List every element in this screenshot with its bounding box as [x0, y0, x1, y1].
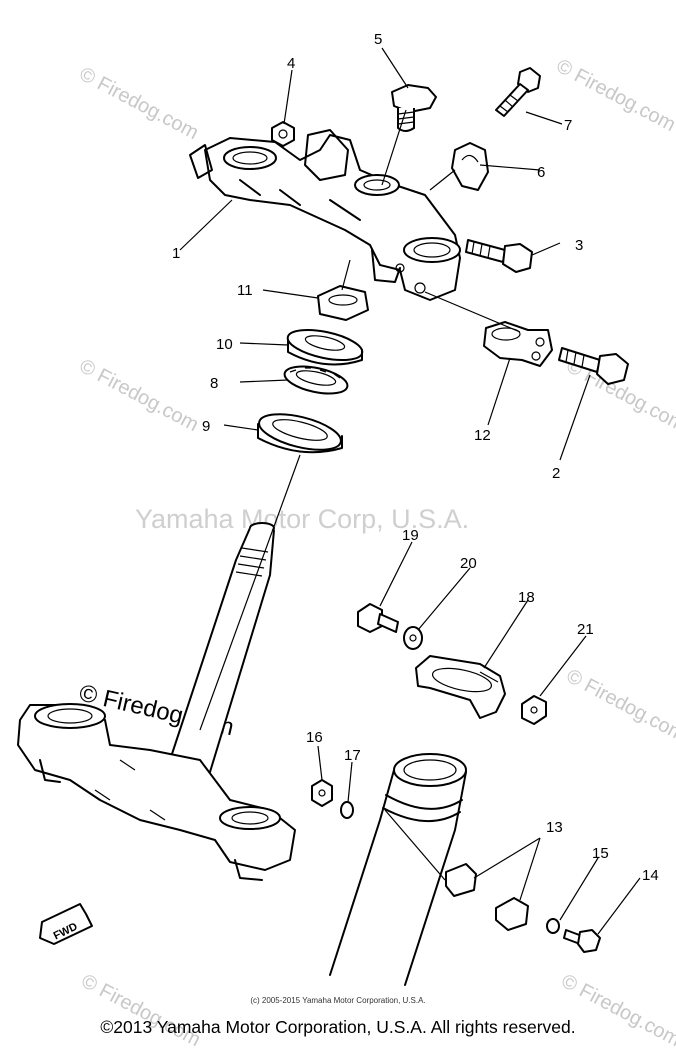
part-number-14: 14 [642, 867, 659, 884]
part-number-6: 6 [537, 164, 545, 181]
bolt-3 [465, 239, 533, 273]
part-number-7: 7 [564, 117, 572, 134]
firedog-watermark: © Firedog.com [563, 665, 676, 746]
part-number-3: 3 [575, 237, 583, 254]
fork-tube [329, 753, 467, 986]
part-number-12: 12 [474, 427, 491, 444]
part-number-11: 11 [237, 282, 253, 299]
part-number-21: 21 [577, 621, 594, 638]
bolt-2 [558, 347, 629, 385]
part-number-8: 8 [210, 375, 218, 392]
bearing-9 [257, 413, 343, 454]
part-number-4: 4 [287, 55, 295, 72]
nut-4 [271, 121, 295, 147]
clamp-18 [415, 655, 506, 719]
part-number-17: 17 [344, 747, 361, 764]
part-number-1: 1 [172, 245, 180, 262]
bolt-5 [391, 84, 437, 132]
bolt-19 [357, 603, 399, 633]
clip-13a [445, 863, 477, 897]
leader-lines [179, 47, 641, 935]
upper-bracket [189, 129, 461, 301]
part-number-16: 16 [306, 729, 323, 746]
fwd-arrow: FWD [39, 903, 93, 945]
firedog-watermark: © Firedog.com [76, 355, 202, 436]
part-number-18: 18 [518, 589, 535, 606]
nut-16 [311, 779, 333, 807]
clamp-6 [451, 142, 489, 191]
washer-10 [286, 329, 364, 366]
part-number-19: 19 [402, 527, 419, 544]
part-number-2: 2 [552, 465, 560, 482]
firedog-watermark: © Firedog.com [76, 63, 202, 144]
part-number-9: 9 [202, 418, 210, 435]
bolt-7 [495, 67, 541, 117]
lower-bracket [17, 703, 296, 881]
bolt-14 [563, 929, 601, 953]
part-number-labels: 1 2 3 4 5 6 7 8 9 10 11 12 13 14 15 16 1… [172, 31, 659, 884]
nut-11 [317, 285, 369, 321]
part-number-20: 20 [460, 555, 477, 572]
washer-20 [403, 626, 423, 650]
small-credit: (c) 2005-2015 Yamaha Motor Corporation, … [250, 996, 426, 1005]
steering-stem [169, 522, 275, 773]
yamaha-watermark: Yamaha Motor Corp, U.S.A. [135, 504, 469, 534]
clip-13b [495, 897, 529, 931]
part-number-5: 5 [374, 31, 382, 48]
part-number-15: 15 [592, 845, 609, 862]
part-number-10: 10 [216, 336, 233, 353]
nut-21 [521, 695, 547, 725]
washer-15 [546, 918, 560, 934]
bracket-12 [483, 321, 553, 367]
copyright-notice: ©2013 Yamaha Motor Corporation, U.S.A. A… [100, 1017, 576, 1037]
bearing-8 [283, 365, 349, 395]
washer-17 [340, 801, 354, 819]
part-number-13: 13 [546, 819, 563, 836]
